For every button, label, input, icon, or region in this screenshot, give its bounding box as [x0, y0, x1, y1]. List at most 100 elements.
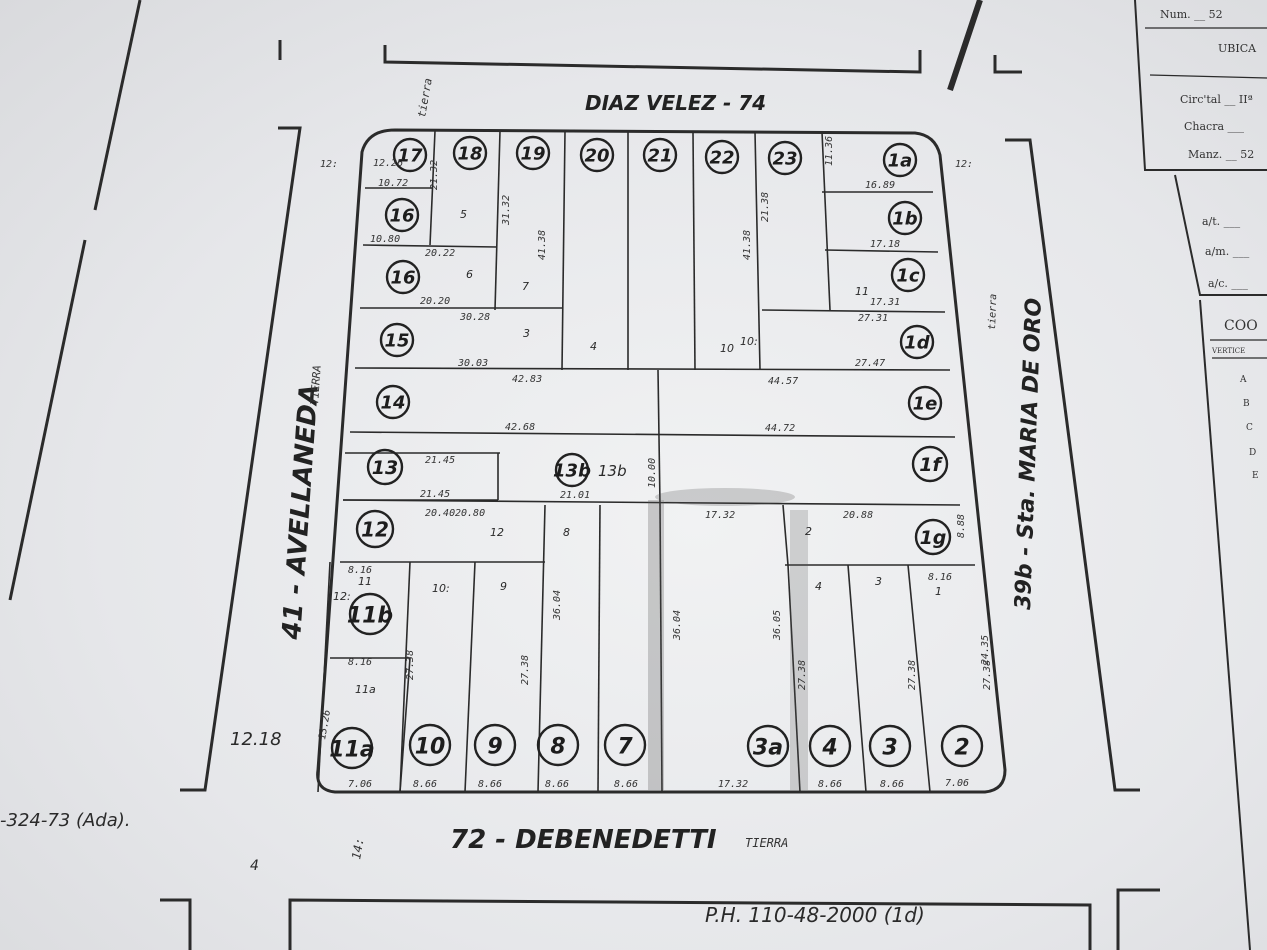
lot-number: 8	[550, 734, 565, 759]
street-frame-lines	[8, 0, 1160, 950]
lot-circle	[603, 723, 647, 767]
dimension-label: 16.89	[865, 180, 895, 191]
dimension-label: 8.66	[818, 779, 842, 790]
street-west-label: 41 - AVELLANEDA	[277, 383, 325, 641]
lot-number: 1d	[904, 333, 931, 354]
lot-number: 16	[390, 268, 415, 289]
dimension-label: 27.38	[797, 660, 808, 690]
form-row-am: a/m. ___	[1205, 245, 1250, 258]
lot-marker-1g: 1g	[914, 518, 952, 556]
lot-number: 1f	[919, 454, 943, 476]
lot-sub-label: 12	[490, 526, 504, 539]
dimension-label: 27.38	[982, 660, 993, 690]
lot-sub-label: 4	[815, 580, 822, 593]
lot-sub-label: 11a	[355, 683, 376, 696]
dimension-label: 20.80	[455, 508, 485, 519]
lot-circle	[366, 448, 404, 486]
lot-number: 1c	[896, 266, 920, 287]
lot-number: 18	[457, 144, 482, 165]
lot-circle	[642, 137, 678, 173]
lot-marker-23: 23	[767, 140, 803, 176]
lot-marker-21: 21	[642, 137, 678, 173]
lot-marker-16: 16	[385, 259, 421, 295]
bottom-right-reference: P.H. 110-48-2000 (1d)	[705, 903, 925, 927]
lot-number: 13b	[553, 461, 591, 482]
dimension-label: 8.66	[413, 779, 437, 790]
dimension-label: 8.16	[348, 565, 372, 576]
lot-marker-16b: 16	[384, 197, 420, 233]
dimension-label: 44.57	[768, 376, 798, 387]
lot-circle	[515, 135, 551, 171]
sw-dimension: 14:	[349, 837, 367, 861]
lot-marker-15: 15	[379, 322, 415, 358]
lot-circle	[890, 257, 926, 293]
dimension-label: 8.66	[545, 779, 569, 790]
lot-circle	[348, 592, 392, 636]
dimension-label: 24.35	[980, 635, 991, 665]
lot-marker-17: 17	[392, 137, 428, 173]
lot-circle	[536, 723, 580, 767]
street-north-label: DIAZ VELEZ - 74	[585, 91, 766, 115]
lot-number: 11b	[347, 603, 393, 628]
lot-number: 10	[415, 734, 446, 759]
lot-marker-22: 22	[704, 139, 740, 175]
block-outline	[316, 128, 1007, 794]
lot-sub-label: 9	[500, 580, 507, 593]
dimension-label: 42.68	[505, 422, 535, 433]
lot-marker-1d: 1d	[899, 324, 935, 360]
dimension-label: 44.72	[765, 423, 795, 434]
lot-marker-19: 19	[515, 135, 551, 171]
surface-tag-south: TIERRA	[745, 836, 788, 850]
dimension-label: 20.20	[420, 296, 450, 307]
lot-number: 7	[617, 734, 633, 759]
lot-number: 21	[647, 146, 672, 167]
lot-circle	[375, 384, 411, 420]
dimension-label: 17.32	[705, 510, 735, 521]
lot-sub-label: 7	[522, 280, 529, 293]
form-row-ac: a/c. ___	[1208, 277, 1248, 290]
lot-circle	[379, 322, 415, 358]
surface-tag-west: TIERRA	[308, 365, 324, 406]
dimension-labels: 10.7210.8020.2220.2030.2830.0342.8342.68…	[317, 136, 993, 790]
lot-marker-2: 2	[940, 724, 984, 768]
lot-marker-1c: 1c	[890, 257, 926, 293]
lot-sub-label: 1	[935, 585, 942, 598]
lot-circle	[408, 723, 452, 767]
lot-marker-7: 7	[603, 723, 647, 767]
lot-circle	[355, 509, 395, 549]
lot-number: 13	[372, 457, 398, 479]
lot-circle	[887, 200, 923, 236]
lot-number: 1e	[913, 394, 938, 415]
dimension-label: 27.47	[855, 358, 885, 369]
dimension-label: 21.45	[420, 489, 450, 500]
lot-circle	[384, 197, 420, 233]
lot-sub-label: 3	[523, 327, 530, 340]
lot-number: 12	[361, 518, 389, 542]
lot-marker-11a: 11a	[329, 726, 375, 770]
lot-number: 3	[882, 735, 897, 760]
lot-circle	[704, 139, 740, 175]
dimension-label: 17.31	[870, 297, 900, 308]
lot-circle	[911, 445, 949, 483]
lot-marker-4: 4	[808, 724, 852, 768]
surface-tag-north: tierra	[415, 77, 435, 118]
dimension-label: 21.45	[425, 455, 455, 466]
dimension-label: 8.66	[880, 779, 904, 790]
lot-number: 11a	[329, 737, 374, 762]
dimension-label: 7.06	[348, 779, 372, 790]
dimension-label: 13.26	[317, 709, 333, 741]
ne-dimension: 12:	[955, 159, 973, 170]
lot-number: 15	[384, 331, 409, 352]
lot-marker-20: 20	[579, 137, 615, 173]
lot-circle	[452, 135, 488, 171]
dimension-label: 31.32	[501, 195, 512, 226]
dimension-label: 11.36	[824, 136, 835, 166]
lot-sub-label: 3	[875, 575, 882, 588]
lot-sub-label: 4	[590, 340, 597, 353]
lot-number: 22	[709, 148, 734, 169]
form-circ: Circ'tal __ IIª	[1180, 93, 1253, 106]
lot-marker-11b: 11b	[347, 592, 393, 636]
nw-dimension: 12:	[320, 159, 338, 170]
form-letter-c: C	[1246, 423, 1253, 433]
